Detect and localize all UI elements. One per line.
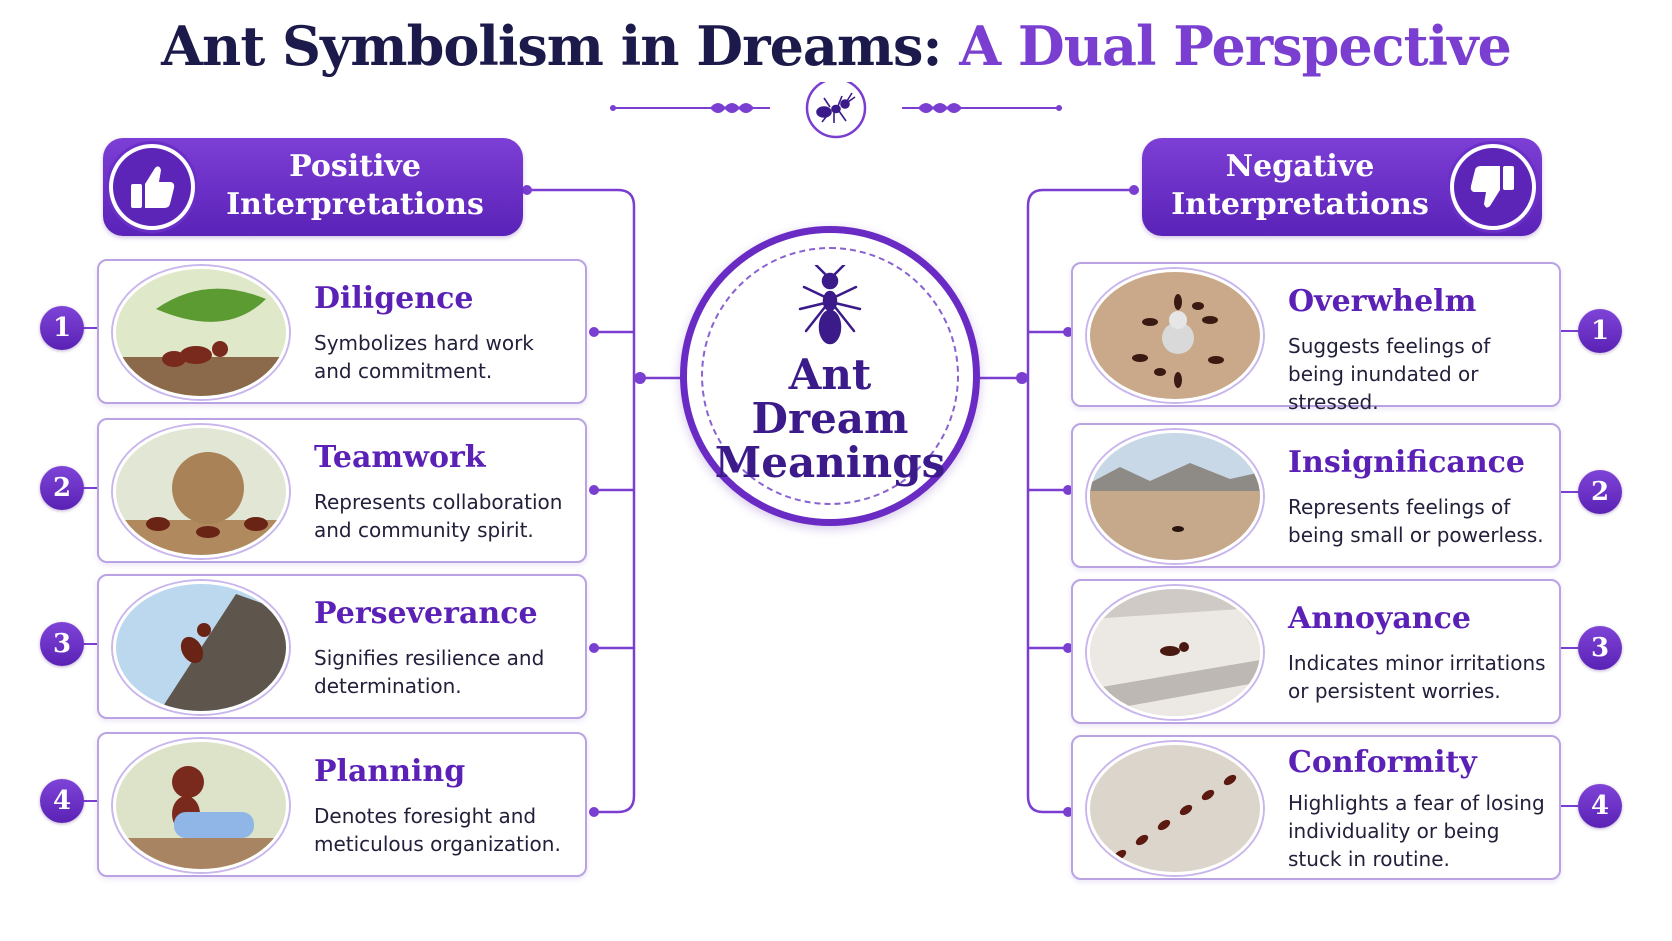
thumbs-up-icon [109, 144, 195, 230]
positive-header: Positive Interpretations [103, 138, 523, 236]
card-title: Insignificance [1288, 445, 1525, 480]
negative-card-insignificance: Insignificance Represents feelings of be… [1071, 423, 1561, 568]
title-ornament [610, 82, 1062, 139]
positive-number-2: 2 [40, 466, 84, 510]
negative-card-overwhelm: Overwhelm Suggests feelings of being inu… [1071, 262, 1561, 414]
central-title-line3: Meanings [714, 438, 946, 487]
central-title-line1: Ant [788, 350, 872, 399]
card-description: Symbolizes hard work and commitment. [314, 331, 534, 383]
overwhelm-illustration [1087, 269, 1263, 402]
positive-header-line2: Interpretations [226, 187, 484, 222]
negative-number-2: 2 [1578, 470, 1622, 514]
positive-card-perseverance: Perseverance Signifies resilience and de… [97, 574, 587, 719]
central-dashed-ring [701, 247, 959, 505]
positive-number-1: 1 [40, 306, 84, 350]
card-description: Denotes foresight and meticulous organiz… [314, 804, 561, 856]
positive-card-diligence: Diligence Symbolizes hard work and commi… [97, 259, 587, 404]
card-title: Annoyance [1288, 601, 1471, 636]
title-part-main: Ant Symbolism in Dreams: [161, 14, 942, 78]
annoyance-illustration [1087, 586, 1263, 719]
positive-number-4: 4 [40, 779, 84, 823]
card-title: Overwhelm [1288, 284, 1477, 319]
card-title: Perseverance [314, 596, 538, 631]
insignificance-illustration [1087, 430, 1263, 563]
card-title: Planning [314, 754, 466, 789]
negative-number-4: 4 [1578, 784, 1622, 828]
negative-header: Negative Interpretations [1142, 138, 1542, 236]
card-description: Signifies resilience and determination. [314, 646, 545, 698]
card-title: Conformity [1288, 745, 1477, 780]
central-topic: Ant Dream Meanings [680, 226, 980, 526]
card-title: Diligence [314, 281, 474, 316]
central-title-line2: Dream [751, 394, 909, 443]
card-description: Suggests feelings of being inundated or … [1288, 334, 1491, 414]
negative-number-3: 3 [1578, 626, 1622, 670]
positive-header-line1: Positive [289, 149, 421, 184]
card-title: Teamwork [314, 440, 486, 475]
perseverance-illustration [113, 581, 289, 714]
teamwork-illustration [113, 425, 289, 558]
diligence-illustration [113, 266, 289, 399]
negative-header-line2: Interpretations [1171, 187, 1429, 222]
title-part-accent: A Dual Perspective [959, 14, 1512, 78]
negative-number-1: 1 [1578, 309, 1622, 353]
central-title: Ant Dream Meanings [687, 353, 973, 485]
negative-card-annoyance: Annoyance Indicates minor irritations or… [1071, 579, 1561, 724]
positive-number-3: 3 [40, 622, 84, 666]
planning-illustration [113, 739, 289, 872]
conformity-illustration [1087, 742, 1263, 875]
positive-card-teamwork: Teamwork Represents collaboration and co… [97, 418, 587, 563]
card-description: Represents collaboration and community s… [314, 490, 563, 542]
card-description: Indicates minor irritations or persisten… [1288, 651, 1546, 703]
ant-icon [798, 265, 862, 345]
card-description: Highlights a fear of losing individualit… [1288, 791, 1545, 871]
negative-header-line1: Negative [1225, 149, 1375, 184]
negative-card-conformity: Conformity Highlights a fear of losing i… [1071, 735, 1561, 880]
ant-icon [816, 92, 856, 123]
positive-card-planning: Planning Denotes foresight and meticulou… [97, 732, 587, 877]
card-description: Represents feelings of being small or po… [1288, 495, 1544, 547]
thumbs-down-icon [1450, 144, 1536, 230]
page-title: Ant Symbolism in Dreams: A Dual Perspect… [0, 14, 1672, 78]
